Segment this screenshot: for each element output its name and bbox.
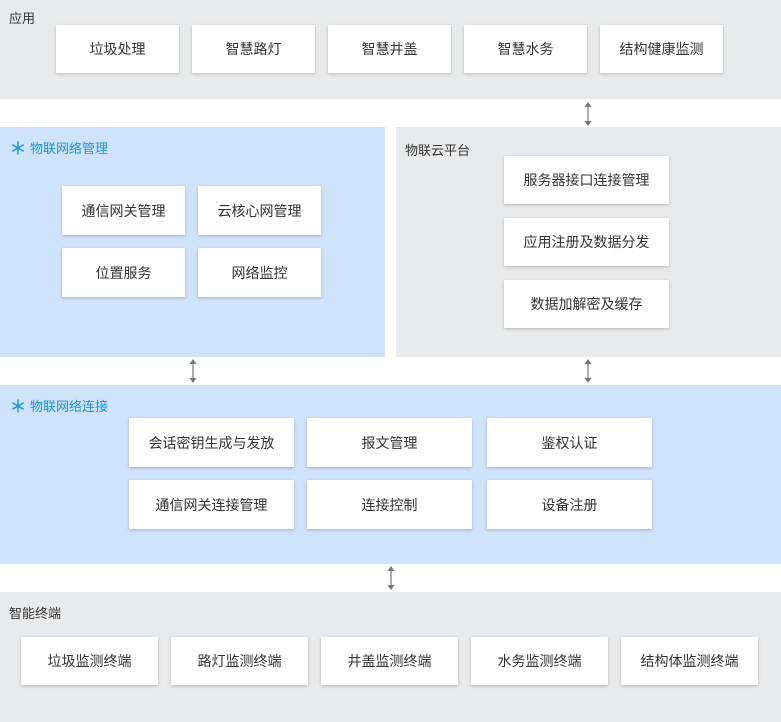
cloud-item-app-registration: 应用注册及数据分发: [504, 218, 669, 266]
mgmt-item-gateway: 通信网关管理: [62, 186, 185, 235]
iot-cloud-platform-layer: 物联云平台 服务器接口连接管理 应用注册及数据分发 数据加解密及缓存: [396, 127, 781, 357]
double-arrow-icon: [584, 102, 592, 126]
iot-network-connect-title: 物联网络连接: [11, 396, 108, 415]
connect-item-auth: 鉴权认证: [487, 418, 652, 467]
connect-item-gateway-connect: 通信网关连接管理: [129, 480, 294, 529]
app-item-structure: 结构健康监测: [600, 25, 723, 73]
app-item-garbage: 垃圾处理: [56, 25, 179, 73]
iot-network-mgmt-title-text: 物联网络管理: [30, 142, 109, 157]
mgmt-item-monitor: 网络监控: [198, 248, 321, 297]
iot-network-mgmt-title: 物联网络管理: [11, 138, 108, 157]
cloud-item-server-interface: 服务器接口连接管理: [504, 156, 669, 204]
cloud-item-encryption: 数据加解密及缓存: [504, 280, 669, 328]
snowflake-icon: [12, 399, 24, 413]
connect-item-device-registration: 设备注册: [487, 480, 652, 529]
application-layer: 应用 垃圾处理 智慧路灯 智慧井盖 智慧水务 结构健康监测: [0, 0, 781, 99]
double-arrow-icon: [584, 359, 592, 383]
iot-network-mgmt-layer: 物联网络管理 通信网关管理 云核心网管理 位置服务 网络监控: [0, 127, 385, 357]
application-title: 应用: [9, 12, 36, 27]
iot-network-connect-layer: 物联网络连接 会话密钥生成与发放 报文管理 鉴权认证 通信网关连接管理 连接控制…: [0, 385, 781, 564]
app-item-manhole: 智慧井盖: [328, 25, 451, 73]
connect-item-connection-control: 连接控制: [307, 480, 472, 529]
double-arrow-icon: [189, 359, 197, 383]
iot-cloud-platform-title: 物联云平台: [405, 144, 471, 159]
terminal-item-structure: 结构体监测终端: [621, 637, 758, 685]
terminal-item-garbage: 垃圾监测终端: [21, 637, 158, 685]
mgmt-item-cloud-core: 云核心网管理: [198, 186, 321, 235]
smart-terminal-layer: 智能终端 垃圾监测终端 路灯监测终端 井盖监测终端 水务监测终端 结构体监测终端: [0, 592, 781, 722]
app-item-water: 智慧水务: [464, 25, 587, 73]
terminal-item-streetlight: 路灯监测终端: [171, 637, 308, 685]
connect-item-session-key: 会话密钥生成与发放: [129, 418, 294, 467]
terminal-item-manhole: 井盖监测终端: [321, 637, 458, 685]
connect-item-message: 报文管理: [307, 418, 472, 467]
double-arrow-icon: [387, 566, 395, 590]
terminal-item-water: 水务监测终端: [471, 637, 608, 685]
mgmt-item-location: 位置服务: [62, 248, 185, 297]
app-item-streetlight: 智慧路灯: [192, 25, 315, 73]
iot-network-connect-title-text: 物联网络连接: [30, 400, 109, 415]
smart-terminal-title: 智能终端: [9, 607, 62, 622]
snowflake-icon: [12, 141, 24, 155]
